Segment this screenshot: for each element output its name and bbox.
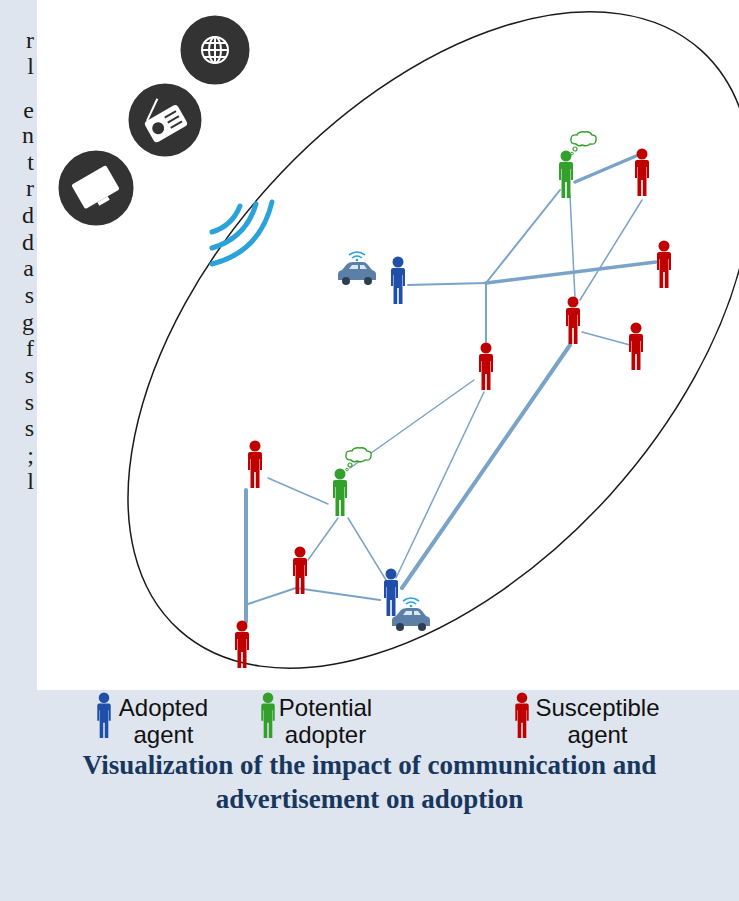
figure-part (71, 165, 120, 209)
tie (486, 190, 560, 283)
tie (485, 283, 487, 342)
text-fragment: r (26, 175, 34, 201)
globe-glyph (202, 37, 228, 63)
text-fragment: d (22, 229, 34, 255)
legend-icon (515, 692, 528, 738)
potential-adopter (333, 469, 347, 517)
figure-ground (37, 0, 739, 690)
tie (580, 200, 642, 300)
susceptible-agent (293, 547, 307, 595)
susceptible-agent (248, 441, 262, 489)
agents (235, 132, 671, 668)
tv-icon (57, 149, 135, 227)
tie (408, 283, 486, 285)
figure-part (97, 196, 109, 205)
figure-part (150, 120, 166, 136)
figure-part (212, 206, 240, 232)
text-fragment: s (25, 362, 34, 388)
susceptible-agent (566, 297, 580, 345)
tie (268, 478, 328, 504)
legend-label: Susceptible agent (530, 694, 665, 748)
figure-part (202, 37, 228, 63)
text-fragment: r (26, 27, 34, 53)
text-fragment: t (27, 149, 34, 175)
broadcast-waves (212, 202, 272, 264)
tie (348, 518, 386, 580)
connected-car (392, 598, 430, 631)
tie (582, 332, 630, 345)
figure-part (165, 111, 176, 118)
media-icons (57, 14, 272, 264)
tie (248, 588, 296, 604)
legend-icon (261, 692, 274, 738)
adopted-agent (384, 569, 398, 617)
text-fragment: l (27, 468, 34, 494)
susceptible-agent (235, 621, 249, 669)
figure-part (212, 202, 272, 264)
connected-car (338, 252, 376, 285)
susceptible-agent (479, 343, 493, 391)
tie (244, 490, 248, 622)
text-fragment: s (25, 389, 34, 415)
text-fragment: s (25, 415, 34, 441)
tie (570, 195, 575, 298)
text-fragment: n (22, 122, 34, 148)
internet-icon (179, 14, 251, 86)
text-fragment: s (25, 282, 34, 308)
tv-glyph (71, 165, 122, 213)
figure-caption: Visualization of the impact of communica… (10, 748, 729, 816)
social-ties (246, 156, 656, 622)
figure-part (171, 121, 182, 128)
text-fragment: a (23, 255, 34, 281)
text-fragment: g (22, 309, 34, 335)
text-fragment: ; (27, 442, 34, 468)
figure-part (140, 99, 164, 121)
radio-glyph (137, 92, 189, 144)
tie (396, 392, 484, 578)
legend-icon (97, 692, 110, 738)
figure-part (214, 37, 216, 63)
adopted-agent (391, 257, 405, 305)
tie (296, 588, 380, 600)
tie (575, 156, 636, 182)
susceptible-agent (629, 323, 643, 371)
susceptible-agent (657, 241, 671, 289)
susceptible-agent (635, 149, 649, 197)
radio-icon (127, 82, 203, 158)
thought-bubble (571, 132, 596, 155)
tie (402, 345, 570, 588)
potential-adopter (559, 151, 573, 199)
legend-label: Potential adopter (258, 694, 393, 748)
figure-part (168, 116, 179, 123)
figure-part (144, 104, 189, 144)
tie (308, 518, 338, 560)
text-fragment: l (27, 53, 34, 79)
text-fragment: f (26, 335, 34, 361)
tie (486, 262, 656, 283)
population-ellipse (8, 0, 739, 784)
thought-bubble (346, 448, 371, 471)
text-fragment: e (23, 97, 34, 123)
legend-label: Adopted agent (96, 694, 231, 748)
text-fragment: d (22, 202, 34, 228)
